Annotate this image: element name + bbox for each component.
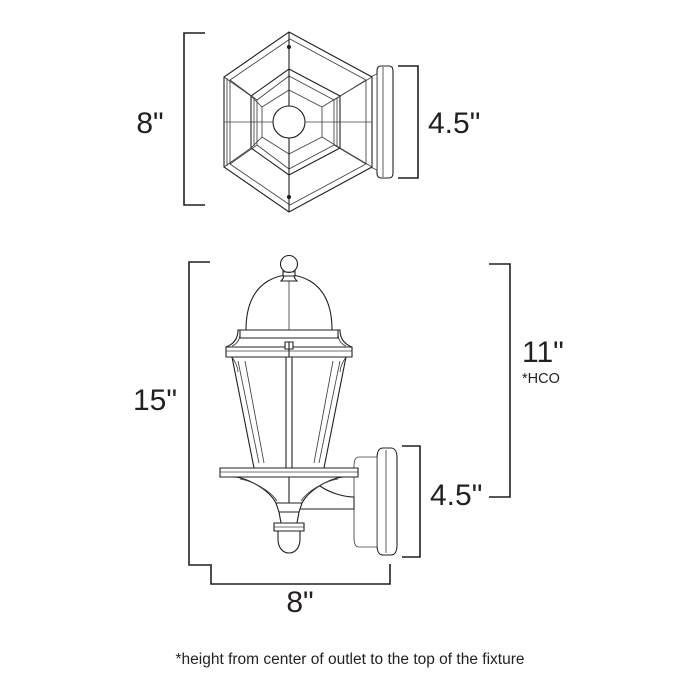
side-view-top-finial: [279, 254, 299, 282]
post-right-inner2: [313, 360, 334, 464]
side-view-bottom-skirt: [219, 467, 359, 504]
dimension-sublabel-hco: *HCO: [522, 371, 560, 387]
side-view-group: [219, 254, 398, 556]
top-view-socket-circle: [272, 105, 306, 139]
height-bracket-8in: [183, 32, 205, 206]
bottom-skirt-left-line: [239, 478, 278, 502]
wall-plate-outer: [376, 65, 394, 179]
backplate-body: [353, 456, 378, 548]
backplate-outer: [376, 447, 398, 556]
fixture-width-dimension-bracket: [210, 564, 391, 585]
post-right-inner: [318, 360, 341, 464]
top-view-height-dimension-bracket: [183, 32, 205, 206]
inner-corner-br: [321, 136, 341, 149]
axis-dot-bottom: [286, 194, 292, 200]
dimension-label-top-depth: 4.5": [428, 107, 480, 140]
bottom-plate: [219, 467, 359, 478]
side-view-wall-plate: [353, 447, 398, 556]
inner-corner-tl: [250, 95, 263, 108]
bottom-finial-bulb: [277, 530, 301, 554]
post-left-inner2: [244, 360, 265, 464]
inner-corner-tr: [321, 95, 341, 108]
height-bracket-11in: [489, 263, 511, 498]
dimension-label-backplate-height: 4.5": [430, 479, 482, 512]
top-view-group: [223, 31, 394, 213]
radial-bottom-right: [339, 147, 373, 168]
top-view-depth-dimension-bracket: [398, 65, 419, 179]
height-bracket-backplate: [402, 445, 421, 558]
axis-dot-top: [286, 44, 292, 50]
post-left-inner: [237, 360, 260, 464]
backplate-height-dimension-bracket: [402, 445, 421, 558]
inner-corner-bl: [250, 136, 263, 149]
radial-top-left: [223, 76, 252, 97]
outlet-height-dimension-bracket: [489, 263, 511, 498]
body-shoulder-left: [231, 356, 239, 373]
body-shoulder-right: [339, 356, 347, 373]
bottom-skirt-right-line: [300, 478, 339, 502]
dimension-label-outlet-height: 11": [522, 336, 564, 369]
width-bracket-8in: [210, 564, 391, 585]
side-view-dome: [239, 274, 339, 339]
radial-bottom-left-inset: [229, 144, 258, 165]
dimension-label-fixture-width: 8": [286, 586, 313, 619]
dimension-label-top-height: 8": [136, 107, 163, 140]
dimension-label-fixture-height: 15": [133, 384, 177, 417]
footnote-label: *height from center of outlet to the top…: [176, 651, 525, 668]
fixture-height-dimension-bracket: [188, 261, 210, 566]
radial-bottom-right-inset: [333, 144, 367, 165]
radial-bottom-left: [223, 147, 252, 168]
side-view-bottom-finial: [273, 502, 305, 554]
height-bracket-15in: [188, 261, 210, 566]
finial-ball: [279, 254, 299, 274]
radial-top-left-inset: [229, 79, 258, 101]
bottom-finial-neck: [275, 502, 303, 513]
bottom-finial-taper: [278, 511, 300, 524]
dome-base-band: [239, 329, 339, 339]
depth-bracket-4p5in: [398, 65, 419, 179]
